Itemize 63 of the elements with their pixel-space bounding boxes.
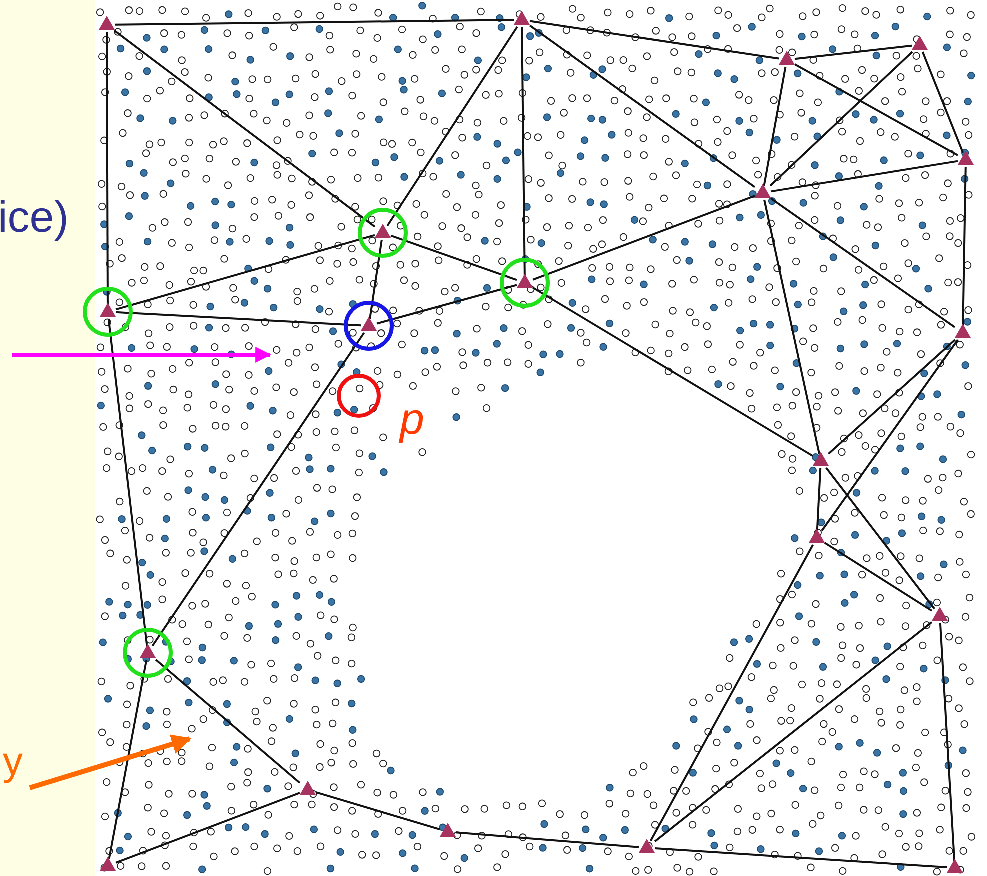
landmark-triangle <box>517 274 533 288</box>
landmark-triangle <box>361 317 377 331</box>
landmark-triangle <box>779 51 795 65</box>
mesh-edge <box>794 64 958 156</box>
mesh-edge <box>369 240 383 320</box>
mesh-edge <box>770 51 914 187</box>
mesh-edge <box>152 332 366 647</box>
mesh-edge <box>824 542 933 612</box>
landmark-triangle <box>639 839 655 853</box>
landmark-triangle <box>99 16 115 30</box>
landmark-triangle <box>514 11 530 25</box>
landmark-triangle <box>955 324 971 338</box>
mesh-edge <box>654 622 933 842</box>
point-label: p <box>400 398 424 442</box>
mesh-edge <box>116 792 300 864</box>
mesh-edge <box>764 200 820 454</box>
mesh-edge <box>529 24 756 188</box>
mesh-edge <box>521 26 526 276</box>
mesh-edge <box>816 468 822 532</box>
landmark-triangle <box>140 644 156 658</box>
mesh-edge <box>376 284 518 325</box>
mesh-edge <box>532 286 814 458</box>
mesh-edge <box>155 659 301 784</box>
mesh-edge <box>114 30 376 228</box>
mesh-edge <box>108 660 148 860</box>
text-fragment: y <box>3 742 23 782</box>
mesh-edge <box>770 160 958 193</box>
mesh-edge <box>316 791 440 831</box>
mesh-edge <box>962 166 967 326</box>
landmark-triangle <box>100 303 116 317</box>
mesh-edge <box>456 832 640 848</box>
landmark-triangle <box>809 529 825 543</box>
mesh-edge <box>386 26 518 227</box>
mesh-edge <box>763 66 787 186</box>
landmark-triangle <box>100 857 116 871</box>
probe-circle <box>337 374 381 418</box>
mesh-edge <box>530 20 780 60</box>
mesh-edge <box>828 339 956 455</box>
mesh-edge <box>922 52 964 154</box>
landmark-triangle <box>958 151 974 165</box>
landmark-triangle <box>300 781 316 795</box>
landmark-triangle <box>947 859 963 873</box>
text-fragment: ice) <box>0 196 69 240</box>
mesh-edge <box>794 44 912 60</box>
landmark-triangle <box>912 36 928 50</box>
mesh-edge <box>770 198 956 328</box>
mesh-edge <box>108 318 148 646</box>
landmark-triangle <box>755 184 771 198</box>
mesh-edge <box>821 339 959 532</box>
landmark-triangle <box>440 823 456 837</box>
mesh-edge <box>116 311 362 327</box>
mesh-edge <box>654 848 948 868</box>
mesh-edge <box>114 19 514 26</box>
mesh-edge <box>826 467 936 610</box>
mesh-edge <box>116 234 376 311</box>
mesh-edge <box>390 234 518 282</box>
landmark-triangle <box>813 452 829 466</box>
mesh-edge <box>650 544 814 842</box>
landmark-triangle <box>375 224 391 238</box>
landmark-triangle <box>932 607 948 621</box>
mesh-edge <box>939 622 956 862</box>
mesh-edge <box>106 32 109 305</box>
mesh-edge <box>532 195 756 281</box>
